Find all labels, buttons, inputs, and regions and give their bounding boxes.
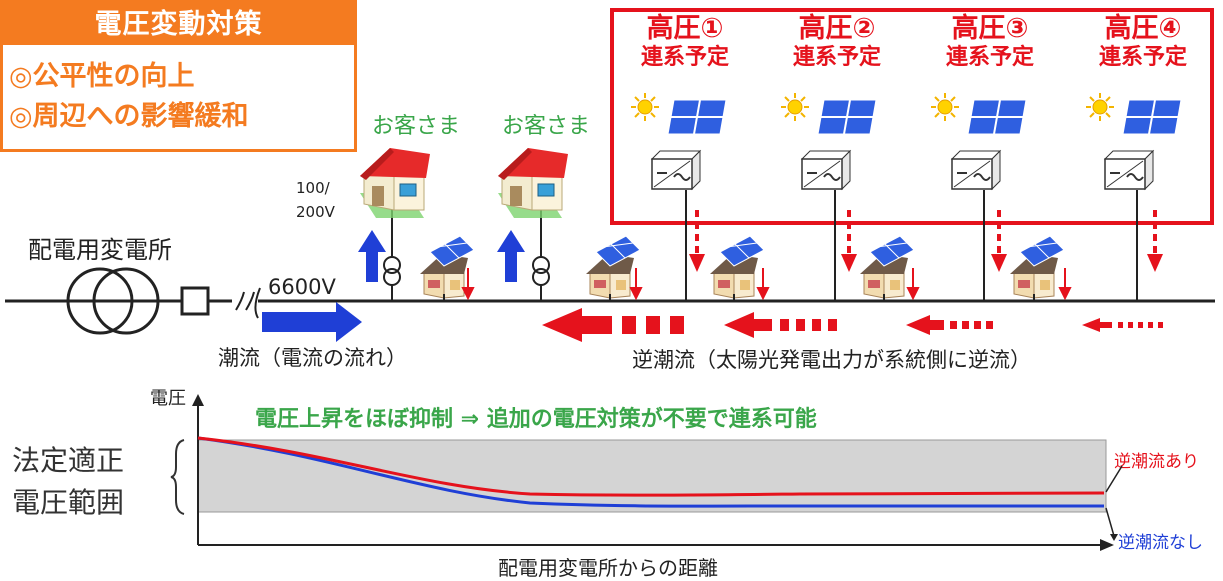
y-axis-label: 電圧 <box>150 388 186 409</box>
hv-pv-set-4 <box>1085 92 1182 301</box>
reverse-flow-arrows <box>542 308 1163 342</box>
solar-panel-icon-2 <box>817 99 877 135</box>
hv-pv-set-2 <box>780 92 877 301</box>
curve-with-reverse-flow <box>197 436 1105 497</box>
goals-box: ◎公平性の向上 ◎周辺への影響緩和 <box>0 42 357 152</box>
curve-without-reverse-flow <box>197 436 1104 508</box>
series-label-without-reverse: 逆潮流なし <box>1118 533 1203 553</box>
hv-pv-set-3 <box>930 92 1027 301</box>
goal-impact-mitigation: ◎周辺への影響緩和 <box>9 101 249 132</box>
leader-without-reverse <box>1105 507 1115 537</box>
goal-fairness: ◎公平性の向上 <box>9 61 195 92</box>
pv-house-icon-4 <box>859 235 915 299</box>
power-conditioner-icon-2 <box>801 150 851 190</box>
range-label: 法定適正電圧範囲 <box>12 444 125 519</box>
pv-house-icon-3 <box>709 235 765 299</box>
substation-label: 配電用変電所 <box>28 236 172 264</box>
sun-icon-4 <box>1085 92 1115 122</box>
legal-voltage-range <box>197 439 1107 513</box>
consumption-arrow-2 <box>497 230 525 282</box>
title-banner: 電圧変動対策 <box>0 0 357 42</box>
pv-house-icon-5 <box>1009 235 1065 299</box>
pv-reverse-arrows <box>461 268 1072 301</box>
house-voltage-label: 100/200V <box>296 179 335 221</box>
series-label-with-reverse: 逆潮流あり <box>1114 452 1199 472</box>
sun-icon <box>630 92 660 122</box>
hv-pv-set-1 <box>630 92 727 301</box>
solar-panel-icon-3 <box>967 99 1027 135</box>
customer-house-icon <box>359 147 431 219</box>
forward-flow-arrow <box>262 302 362 342</box>
power-conditioner-icon <box>651 150 701 190</box>
line-voltage-label: 6600V <box>268 275 336 299</box>
customer-label-2: お客さま <box>502 114 591 139</box>
power-conditioner-icon-4 <box>1104 150 1154 190</box>
reverse-flow-label: 逆潮流（太陽光発電出力が系統側に逆流） <box>632 348 1031 372</box>
consumption-arrow-1 <box>358 230 386 282</box>
solar-panel-icon-4 <box>1122 99 1182 135</box>
leader-with-reverse <box>1105 465 1123 493</box>
customer-house-icon-2 <box>497 147 569 219</box>
sun-icon-2 <box>780 92 810 122</box>
pole-transformer-2 <box>532 247 550 301</box>
high-voltage-group-frame <box>610 8 1214 225</box>
range-brace <box>170 439 185 515</box>
customer-label-1: お客さま <box>372 114 461 139</box>
substation-transformer-icon <box>66 267 134 335</box>
solar-panel-icon <box>667 99 727 135</box>
power-conditioner-icon-3 <box>951 150 1001 190</box>
hv-reverse-arrows <box>695 210 1157 256</box>
pole-transformer-1 <box>383 247 401 301</box>
forward-flow-label: 潮流（電流の流れ） <box>218 346 407 370</box>
graph-headline: 電圧上昇をほぼ抑制 ⇒ 追加の電圧対策が不要で連系可能 <box>255 407 817 432</box>
breaker-icon <box>180 286 210 316</box>
sun-icon-3 <box>930 92 960 122</box>
x-axis-label: 配電用変電所からの距離 <box>498 556 718 580</box>
